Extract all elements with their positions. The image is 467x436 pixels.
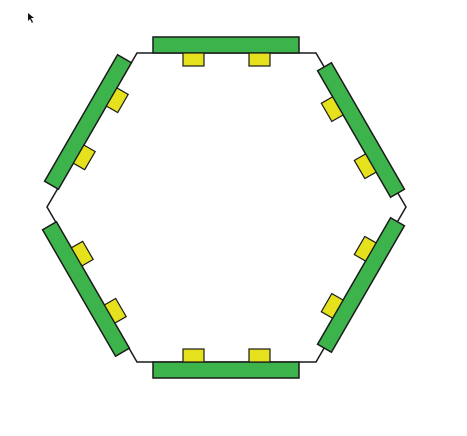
paddle-top-right-bar[interactable] (316, 61, 406, 199)
paddle-top[interactable] (152, 36, 300, 67)
bumper-bottom-2 (248, 348, 271, 363)
paddle-bottom-bar[interactable] (152, 361, 300, 379)
mouse-pointer-icon (28, 13, 34, 23)
bumper-top-2 (248, 52, 271, 67)
bumper-top-1 (182, 52, 205, 67)
paddle-top-bar[interactable] (152, 36, 300, 54)
paddle-bottom-left-bar[interactable] (41, 220, 131, 358)
bumper-bottom-right-2 (353, 235, 377, 262)
paddle-bottom-left[interactable] (41, 215, 141, 358)
hexagon-arena (46, 52, 407, 363)
bumper-bottom-1 (182, 348, 205, 363)
bumper-bottom-right-1 (320, 292, 344, 320)
paddle-top-left-bar[interactable] (43, 53, 133, 191)
paddle-bottom[interactable] (152, 348, 300, 379)
bumper-top-right-2 (353, 153, 377, 180)
bumper-top-left-1 (72, 144, 97, 171)
paddle-bottom-right-bar[interactable] (316, 216, 406, 354)
bumper-bottom-left-2 (103, 297, 128, 324)
paddle-top-right[interactable] (306, 61, 406, 204)
bumper-top-left-2 (105, 87, 130, 114)
bumper-top-right-1 (320, 95, 344, 123)
paddle-bottom-right[interactable] (306, 211, 406, 354)
bumper-bottom-left-1 (70, 240, 95, 267)
paddle-top-left[interactable] (43, 53, 143, 196)
